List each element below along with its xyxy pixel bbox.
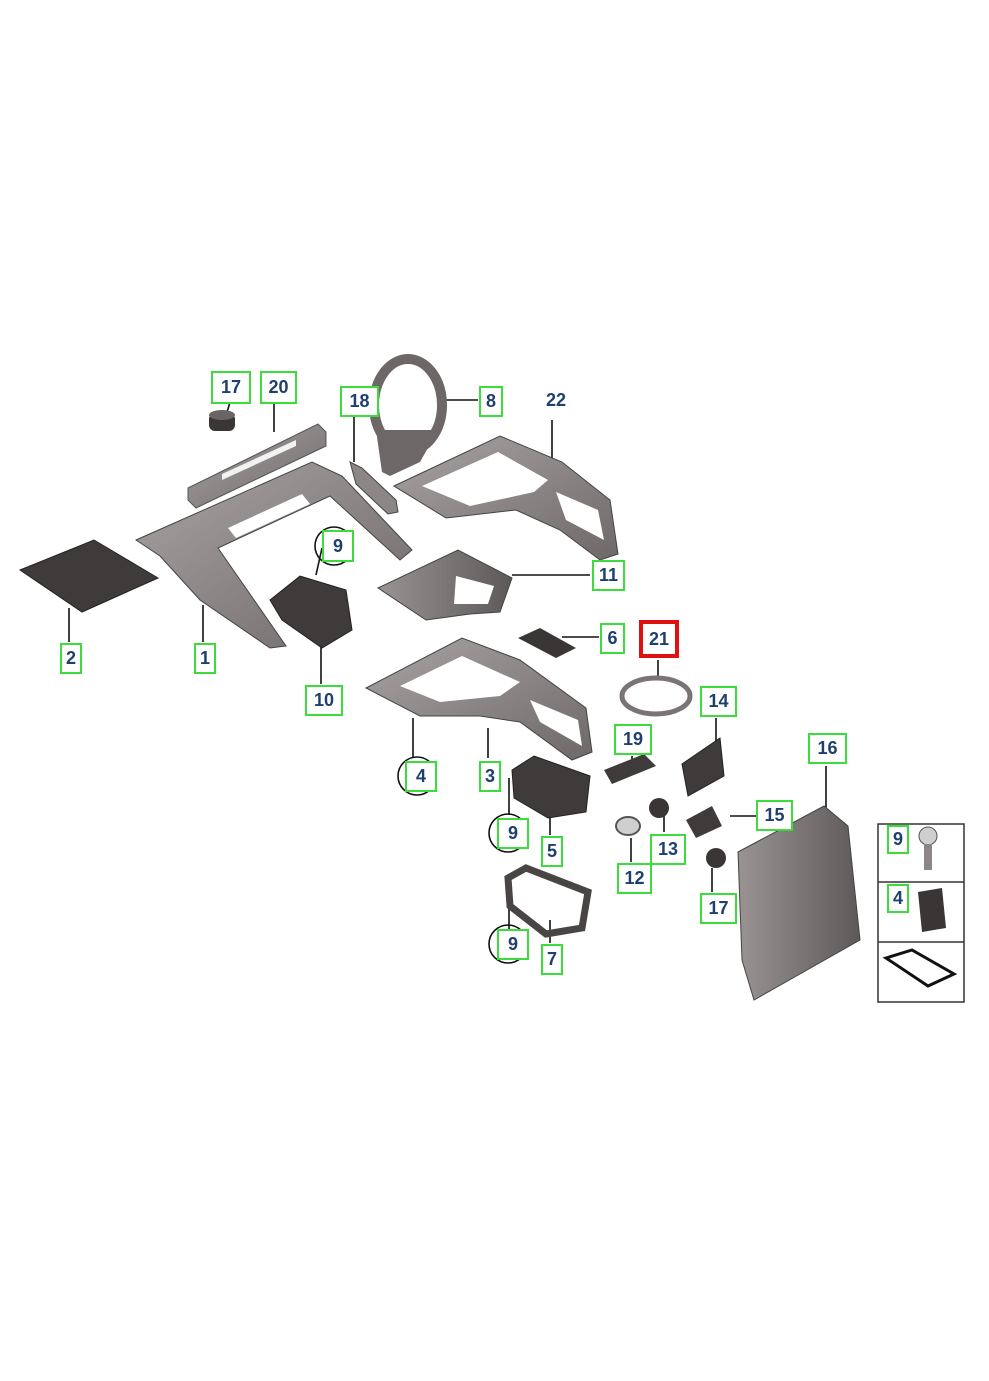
callout-17-lower[interactable]: 17: [700, 893, 737, 924]
part-17-knob-lower: [706, 848, 726, 868]
callout-21-selected[interactable]: 21: [639, 620, 679, 658]
part-22-console-trim: [392, 435, 619, 561]
callout-7[interactable]: 7: [541, 944, 563, 975]
callout-16[interactable]: 16: [808, 733, 847, 764]
part-14-bracket: [681, 737, 725, 797]
callout-2[interactable]: 2: [60, 643, 82, 674]
callout-4-legend[interactable]: 4: [887, 884, 909, 913]
callout-8[interactable]: 8: [479, 386, 503, 417]
part-18-bracket: [349, 461, 399, 515]
callout-9-legend[interactable]: 9: [887, 825, 909, 854]
part-1-console-frame: [134, 461, 413, 649]
callout-3[interactable]: 3: [479, 761, 501, 792]
callout-9-middle[interactable]: 9: [497, 818, 529, 849]
callout-9-upper[interactable]: 9: [322, 530, 354, 562]
part-13-button: [649, 798, 669, 818]
callout-15[interactable]: 15: [756, 800, 793, 831]
callout-14[interactable]: 14: [700, 686, 737, 717]
part-6-pad: [518, 628, 576, 658]
part-7-frame: [504, 864, 592, 938]
callout-11[interactable]: 11: [592, 560, 625, 591]
callout-20[interactable]: 20: [260, 371, 297, 404]
part-11-gear-plate: [376, 549, 513, 621]
callout-4-lower[interactable]: 4: [405, 761, 437, 792]
callout-6[interactable]: 6: [600, 623, 625, 654]
part-8-shifter-bezel: [369, 354, 447, 476]
part-5-tray: [511, 755, 591, 819]
part-15-clip: [686, 806, 722, 838]
part-21-ring: [619, 675, 693, 717]
part-20-trim-strip: [187, 423, 327, 509]
part-12-ring: [615, 816, 641, 836]
part-19-latch: [604, 754, 656, 784]
callout-17-top[interactable]: 17: [211, 371, 251, 404]
callout-12[interactable]: 12: [617, 863, 652, 894]
callout-9-bottom[interactable]: 9: [497, 929, 529, 960]
part-3-lower-trim: [364, 637, 593, 761]
part-2-mat: [18, 539, 160, 613]
callout-13[interactable]: 13: [650, 834, 686, 865]
part-16-rear-panel: [737, 805, 861, 1001]
callout-22[interactable]: 22: [545, 389, 567, 410]
callout-5[interactable]: 5: [541, 836, 563, 867]
callout-1[interactable]: 1: [194, 643, 216, 674]
callout-19[interactable]: 19: [614, 724, 652, 755]
part-17-knob: [209, 410, 235, 431]
part-10-bracket: [269, 575, 353, 649]
callout-10[interactable]: 10: [305, 685, 343, 716]
callout-18[interactable]: 18: [340, 386, 379, 417]
